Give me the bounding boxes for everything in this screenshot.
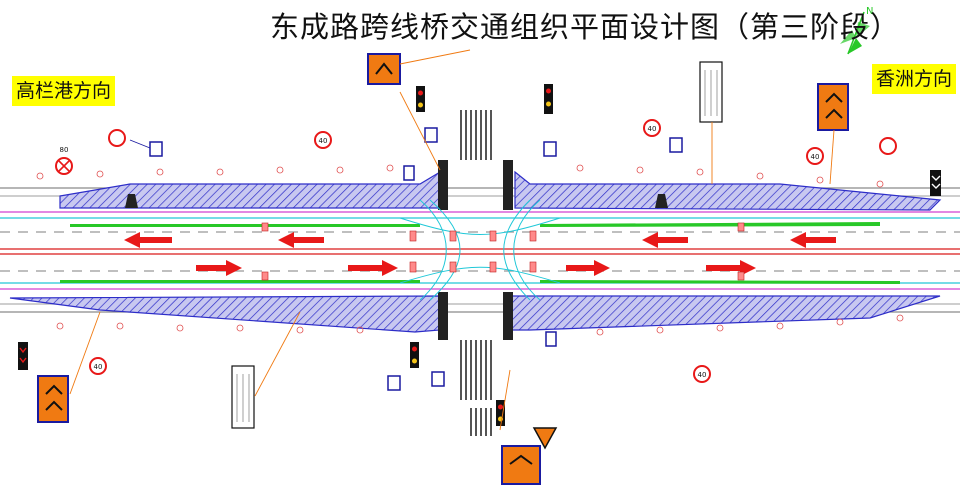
arrow-left <box>124 232 172 248</box>
svg-text:40: 40 <box>698 371 707 379</box>
guide-sign <box>532 427 558 450</box>
signal-head <box>544 84 553 114</box>
speed-limit-sign: 40 <box>314 131 332 149</box>
green-strips <box>60 222 900 284</box>
signal-head <box>496 400 505 426</box>
turn-sign <box>108 129 126 147</box>
notice-boards <box>231 61 723 429</box>
arrow-left <box>790 232 836 248</box>
hatched-islands <box>9 170 942 333</box>
arrow-right <box>348 260 398 276</box>
lane-markers <box>261 222 745 281</box>
svg-text:40: 40 <box>94 363 103 371</box>
arrow-right <box>196 260 242 276</box>
circle-signs: 40 40 40 40 40 80 <box>55 119 897 383</box>
svg-text:40: 40 <box>648 125 657 133</box>
svg-text:80: 80 <box>60 146 69 154</box>
arrow-right <box>706 260 756 276</box>
info-signs <box>149 127 683 391</box>
signal-head <box>410 342 419 368</box>
svg-text:40: 40 <box>811 153 820 161</box>
orange-guide-signs <box>37 53 849 485</box>
svg-text:40: 40 <box>319 137 328 145</box>
leader-lines <box>69 49 835 431</box>
guide-sign <box>817 83 849 131</box>
crosswalks <box>458 110 492 436</box>
no-entry-sign: 80 <box>55 146 73 175</box>
signal-head <box>416 86 425 112</box>
speed-limit-sign: 40 <box>89 357 107 375</box>
speed-limit-sign: 40 <box>643 119 661 137</box>
direction-label-left: 高栏港方向 <box>12 76 116 106</box>
page-title: 东成路跨线桥交通组织平面设计图（第三阶段） <box>270 10 901 44</box>
compass-icon: N <box>840 6 873 55</box>
edge-markers <box>36 164 904 336</box>
speed-limit-sign: 40 <box>693 365 711 383</box>
svg-text:N: N <box>866 6 873 17</box>
signal-head <box>930 170 941 196</box>
direction-label-right: 香洲方向 <box>872 64 957 94</box>
arrow-left <box>642 232 688 248</box>
bridge-piers <box>125 160 668 340</box>
guide-sign <box>367 53 401 85</box>
signal-heads <box>18 84 941 426</box>
speed-limit-sign: 40 <box>806 147 824 165</box>
direction-arrows <box>124 232 836 276</box>
arrow-right <box>566 260 610 276</box>
intersection-paths <box>399 199 561 301</box>
guide-sign <box>501 445 541 485</box>
arrow-left <box>278 232 324 248</box>
signal-head <box>18 342 28 370</box>
turn-sign <box>879 137 897 155</box>
guide-sign <box>37 375 69 423</box>
